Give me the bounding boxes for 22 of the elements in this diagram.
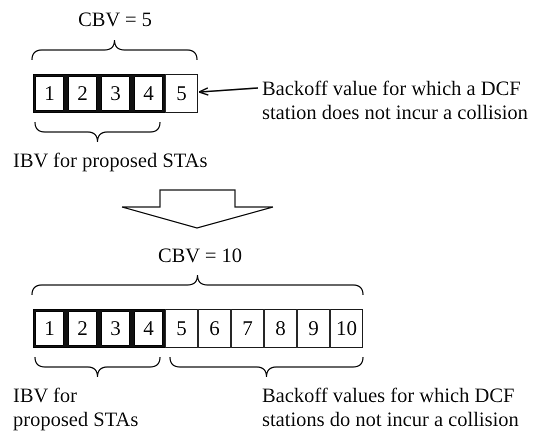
arrow xyxy=(198,87,258,96)
value-cell: 4 xyxy=(132,309,165,348)
value-cell: 3 xyxy=(99,309,132,348)
value-cell: 4 xyxy=(132,74,165,113)
value-cell: 1 xyxy=(33,74,66,113)
window-label: CBV = 5 xyxy=(77,8,153,32)
value-cell: 3 xyxy=(99,74,132,113)
value-cell: 7 xyxy=(231,309,264,348)
value-cell: 5 xyxy=(165,309,198,348)
value-cell: 6 xyxy=(198,309,231,348)
value-cell: 2 xyxy=(66,309,99,348)
value-cell: 9 xyxy=(297,309,330,348)
value-cell: 10 xyxy=(330,309,363,348)
brace-label: Backoff values for which DCF stations do not incur a collision xyxy=(262,384,520,432)
brace-label: IBV for proposed STAs xyxy=(13,384,140,432)
value-cell: 8 xyxy=(264,309,297,348)
window-label: CBV = 10 xyxy=(156,244,244,268)
value-cell: 5 xyxy=(165,74,198,113)
value-cell: 2 xyxy=(66,74,99,113)
value-cell: 1 xyxy=(33,309,66,348)
callout-text: Backoff value for which a DCF station does not incur a collision xyxy=(262,77,554,125)
brace-label: IBV for proposed STAs xyxy=(13,149,208,173)
